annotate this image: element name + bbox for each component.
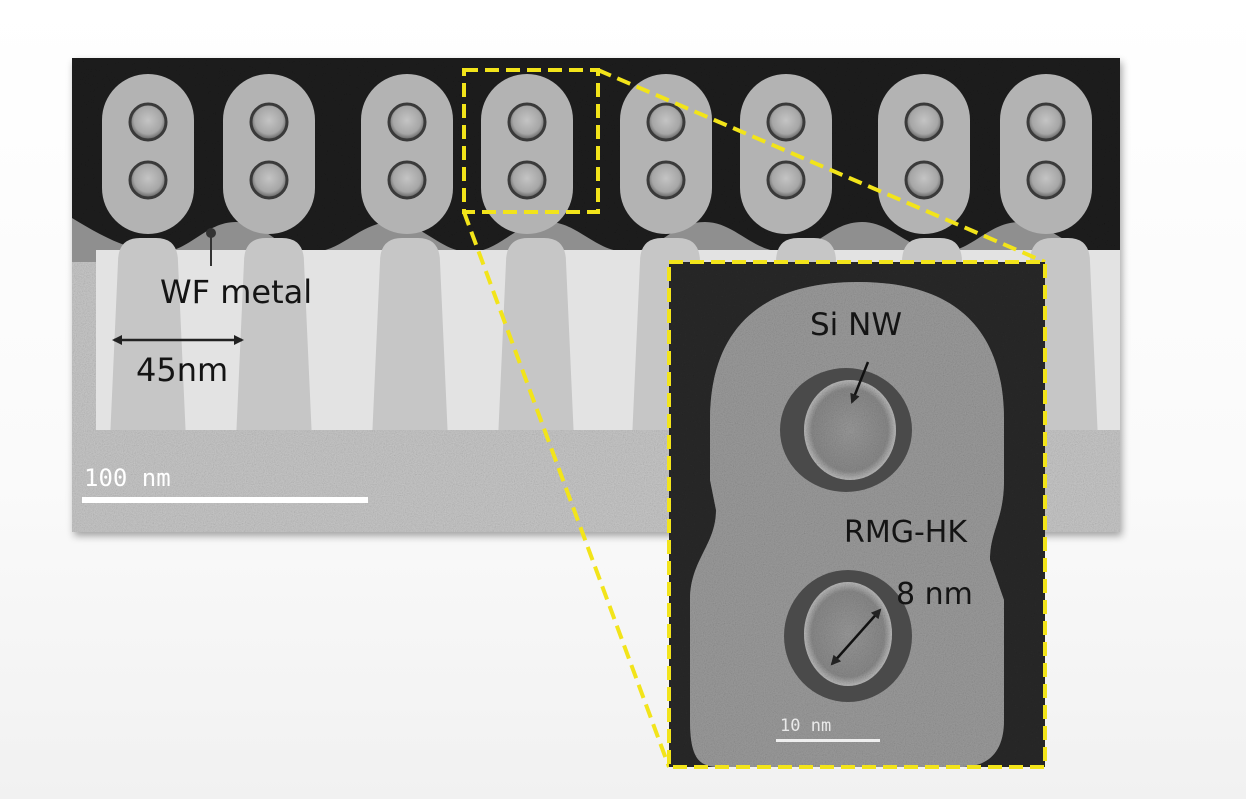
scale-bar-main-label: 100 nm xyxy=(84,464,171,492)
nanowire-stacks xyxy=(102,74,1092,234)
scale-bar-inset xyxy=(776,739,880,742)
arrow-double-icon xyxy=(830,608,882,666)
pitch-label: 45nm xyxy=(136,351,229,389)
si-nw-label: Si NW xyxy=(810,307,902,343)
rmg-hk-label: RMG-HK xyxy=(844,515,968,550)
pointer-dot-icon xyxy=(206,228,216,266)
diameter-label: 8 nm xyxy=(896,577,973,612)
inset-micrograph xyxy=(669,262,1045,767)
scale-bar-inset-label: 10 nm xyxy=(780,716,832,736)
scale-bar-main xyxy=(82,497,368,503)
arrow-icon xyxy=(850,361,870,404)
wf-metal-label: WF metal xyxy=(160,273,313,311)
zoom-highlight xyxy=(462,68,1046,768)
